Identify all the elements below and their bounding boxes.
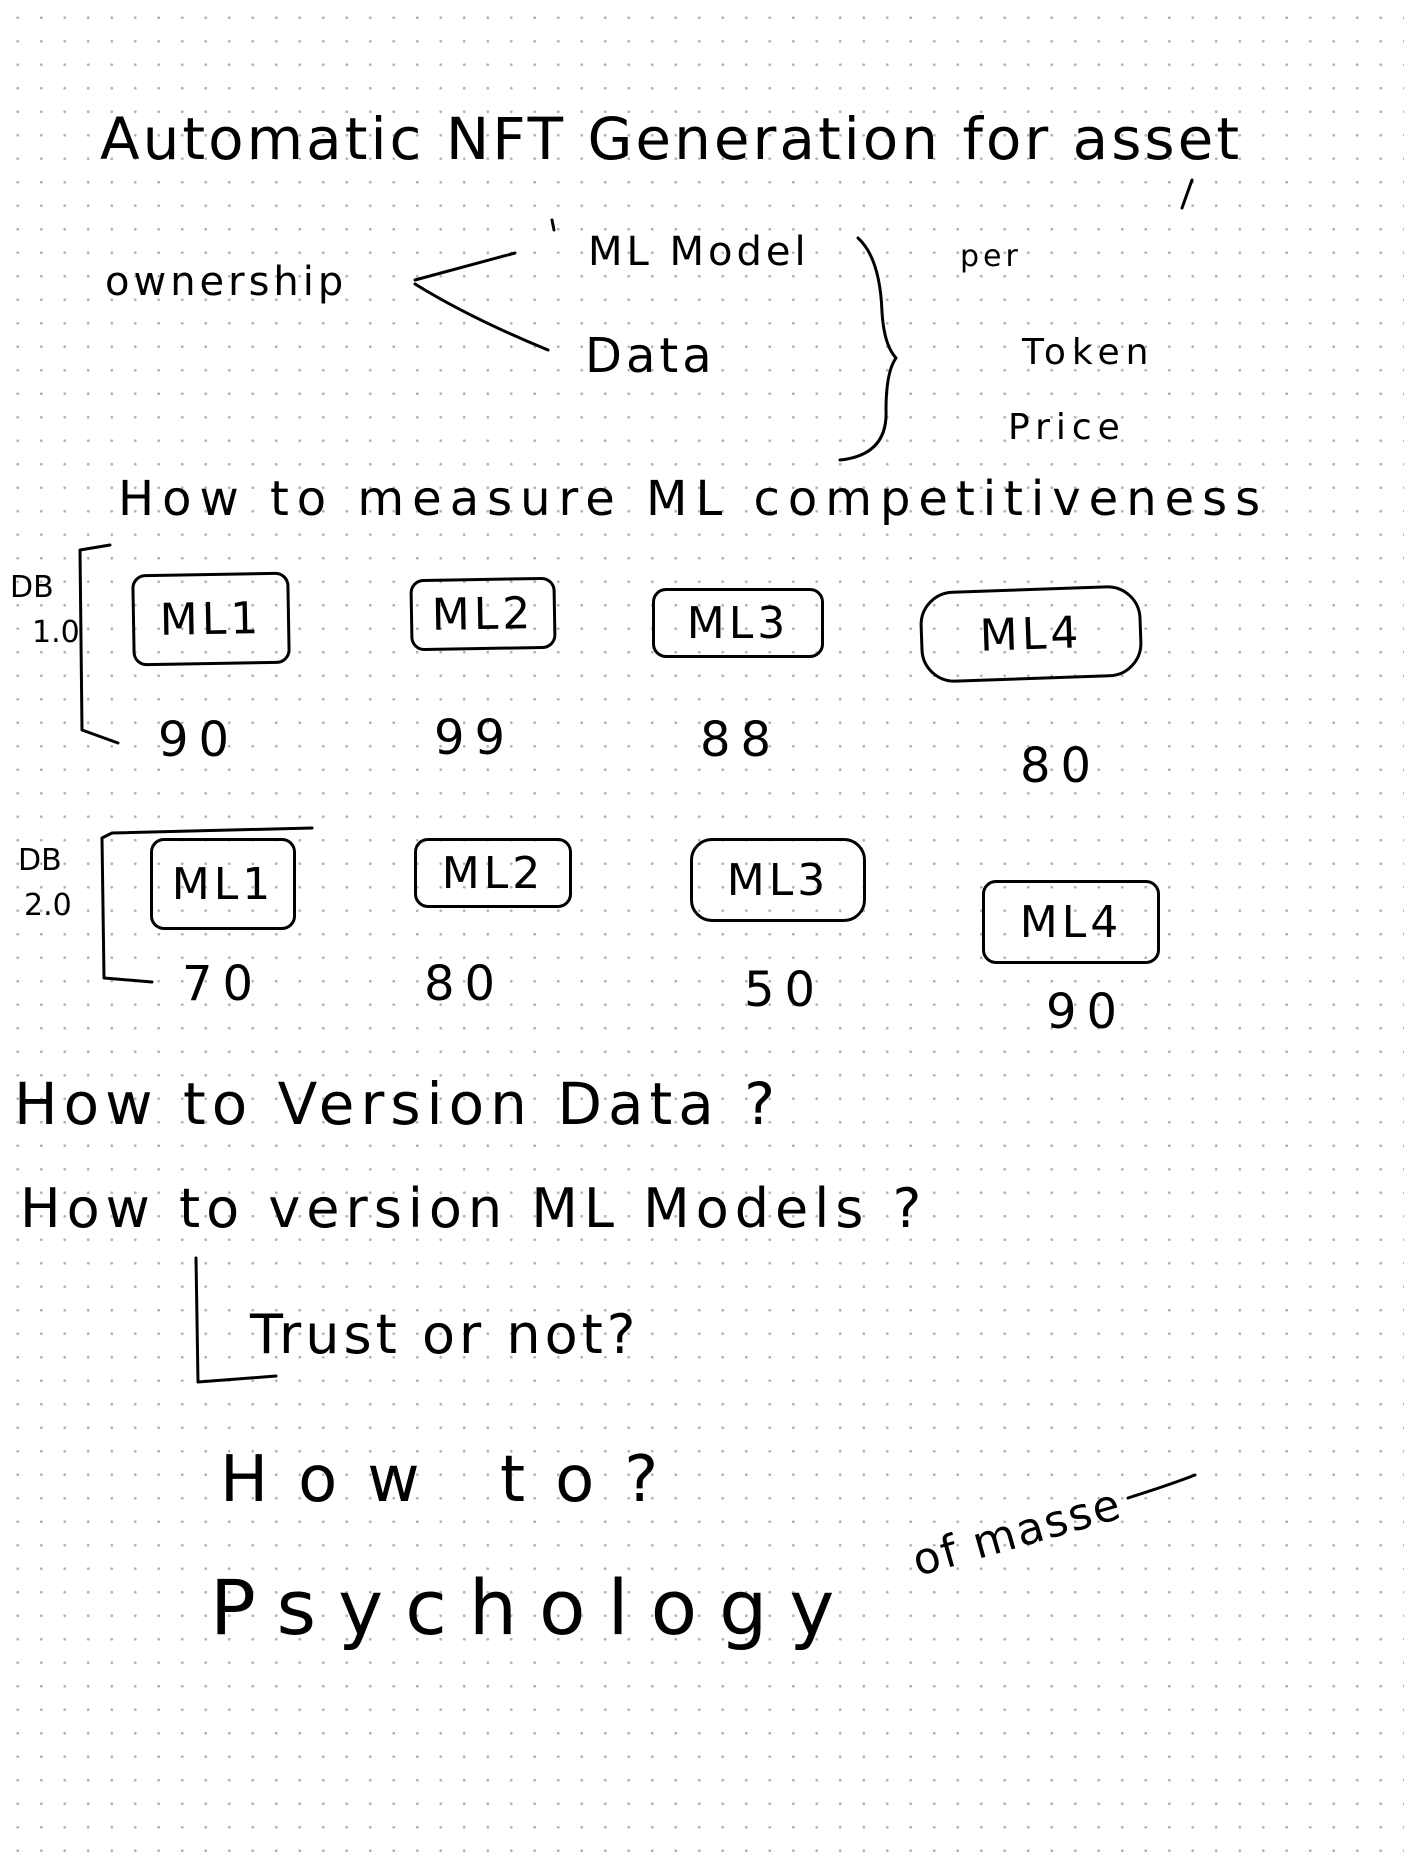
db-2-version: 2.0 bbox=[24, 888, 72, 923]
model-box-db1-ml3: ML3 bbox=[652, 588, 824, 658]
model-box-db2-ml2: ML2 bbox=[414, 838, 572, 908]
score-db2-ml3: 50 bbox=[744, 962, 826, 1018]
model-box-db2-ml1: ML1 bbox=[150, 838, 296, 930]
for-slash bbox=[1180, 178, 1194, 210]
score-db2-ml1: 70 bbox=[182, 956, 264, 1012]
title-ownership: ownership bbox=[105, 259, 348, 305]
arrow-to-data bbox=[413, 282, 550, 352]
bracket-db1 bbox=[78, 543, 120, 745]
branch-ml-model: ML Model bbox=[588, 229, 810, 275]
masse-swoosh bbox=[1126, 1473, 1197, 1500]
db-label-2: DB 2.0 bbox=[18, 838, 72, 928]
brace-ml-data bbox=[838, 236, 898, 462]
pricing-token: Token bbox=[1022, 332, 1155, 373]
db-1-version: 1.0 bbox=[32, 615, 80, 650]
model-box-db2-ml3: ML3 bbox=[690, 838, 866, 922]
score-db1-ml4: 80 bbox=[1020, 738, 1102, 794]
score-db2-ml2: 80 bbox=[424, 956, 506, 1012]
pricing-price: Price bbox=[1008, 407, 1126, 448]
note-trust: Trust or not? bbox=[250, 1303, 640, 1366]
arrow-to-ml-model bbox=[413, 251, 517, 282]
model-box-db1-ml2: ML2 bbox=[409, 576, 557, 652]
model-box-db1-ml1: ML1 bbox=[131, 571, 291, 667]
db-label-1: DB 1.0 bbox=[10, 565, 80, 655]
db-1-name: DB bbox=[10, 570, 54, 605]
db-2-name: DB bbox=[18, 843, 62, 878]
model-box-db1-ml4: ML4 bbox=[918, 584, 1144, 684]
question-version-models: How to version ML Models ? bbox=[20, 1177, 928, 1240]
score-db1-ml2: 99 bbox=[434, 710, 516, 766]
question-measure-ml: How to measure ML competitiveness bbox=[118, 471, 1269, 527]
score-db2-ml4: 90 bbox=[1046, 984, 1128, 1040]
question-version-data: How to Version Data ? bbox=[14, 1070, 782, 1138]
tick-mark bbox=[550, 218, 556, 232]
closing-of-masse: of masse bbox=[906, 1478, 1128, 1587]
branch-data: Data bbox=[585, 328, 716, 384]
model-box-db2-ml4: ML4 bbox=[982, 880, 1160, 964]
score-db1-ml3: 88 bbox=[700, 712, 782, 768]
score-db1-ml1: 90 bbox=[158, 712, 240, 768]
closing-psychology: Psychology bbox=[210, 1563, 857, 1652]
question-how-to: How to? bbox=[220, 1443, 689, 1517]
title-line-1: Automatic NFT Generation for asset bbox=[100, 105, 1243, 173]
pricing-per: per bbox=[960, 239, 1022, 274]
